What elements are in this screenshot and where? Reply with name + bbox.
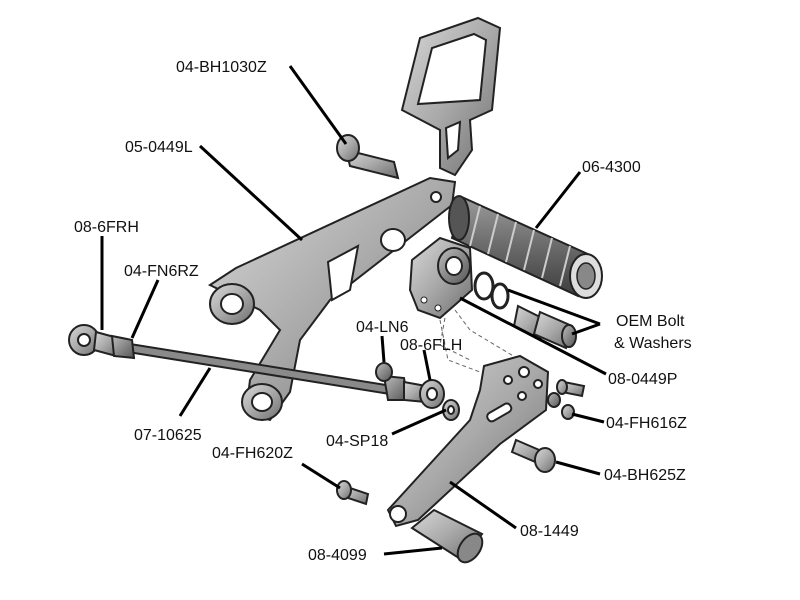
leader-lines (100, 65, 607, 556)
assembly-guides (439, 309, 521, 373)
shift-lever (386, 354, 550, 528)
label-08-1449: 08-1449 (520, 523, 579, 540)
rearset-bracket (207, 16, 502, 422)
label-oem-bolt: OEM Bolt (616, 313, 685, 330)
label-05-0449l: 05-0449L (125, 139, 193, 156)
label-06-4300: 06-4300 (582, 159, 641, 176)
label-04-sp18: 04-SP18 (326, 433, 388, 450)
label-04-fh616z: 04-FH616Z (606, 415, 687, 432)
label-04-fn6rz: 04-FN6RZ (124, 263, 199, 280)
label-08-0449p: 08-0449P (608, 371, 677, 388)
label-bh1030z: 04-BH1030Z (176, 59, 267, 76)
bolt-bh625z (510, 438, 556, 473)
label-08-6flh: 08-6FLH (400, 337, 462, 354)
label-04-bh625z: 04-BH625Z (604, 467, 686, 484)
washers (473, 271, 577, 350)
gear-peg (410, 508, 484, 564)
label-04-ln6: 04-LN6 (356, 319, 409, 336)
footpeg (448, 195, 603, 299)
bolt-fh620z (336, 480, 370, 506)
label-washers: & Washers (614, 335, 692, 352)
pivot-housing (408, 236, 474, 320)
bolt-fh616z (547, 379, 586, 420)
label-04-fh620z: 04-FH620Z (212, 445, 293, 462)
label-07-10625: 07-10625 (134, 427, 202, 444)
shift-rod (68, 324, 460, 421)
bolt-bh1030z (336, 134, 400, 180)
label-08-6frh: 08-6FRH (74, 219, 139, 236)
label-08-4099: 08-4099 (308, 547, 367, 564)
callout-labels: 04-BH1030Z 05-0449L 06-4300 08-6FRH 04-F… (74, 59, 692, 564)
